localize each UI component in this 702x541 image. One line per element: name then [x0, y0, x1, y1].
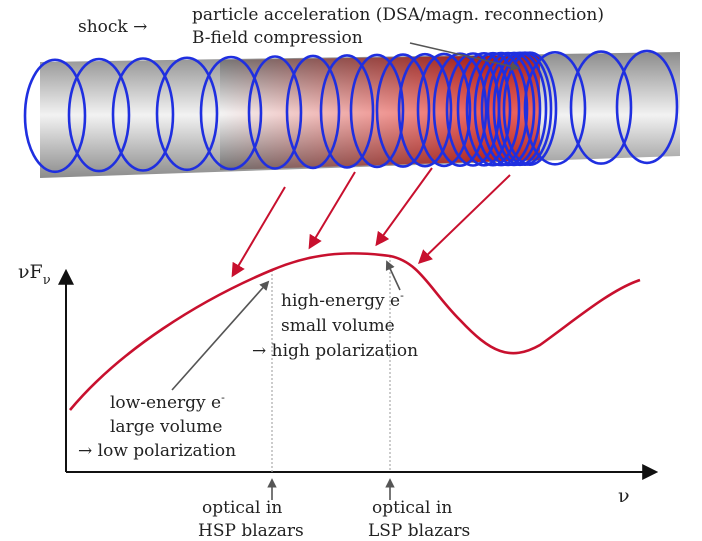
- helix-loop: [67, 57, 131, 173]
- helix-loop: [523, 51, 587, 166]
- sed-curve: [69, 252, 641, 411]
- helix-loop: [23, 58, 87, 174]
- small-volume-label: small volume: [281, 316, 395, 336]
- y-axis-label: νFν: [18, 261, 51, 288]
- emission-arrow-3: [375, 167, 433, 247]
- helix-loop: [502, 51, 558, 166]
- lsp-optical-label: optical in: [372, 498, 452, 518]
- lsp-blazars-label: LSP blazars: [368, 521, 470, 541]
- acceleration-label: particle acceleration (DSA/magn. reconne…: [192, 5, 604, 25]
- compression-label: B-field compression: [192, 28, 363, 48]
- helix-loop: [247, 55, 303, 170]
- helix-loop: [285, 54, 341, 170]
- emission-arrow-1: [231, 186, 286, 278]
- helix-loop: [615, 49, 679, 165]
- compression-pointer-arrow: [409, 42, 520, 71]
- low-polarization-label: → low polarization: [78, 441, 236, 461]
- helix-loop: [155, 56, 219, 172]
- helix-loop: [473, 51, 529, 167]
- helix-loop: [319, 54, 375, 169]
- helix-loop: [569, 50, 633, 165]
- emission-arrows: [231, 167, 511, 278]
- shock-label: shock →: [78, 17, 147, 37]
- helix-loop: [416, 52, 472, 168]
- helix-loop: [397, 52, 453, 168]
- helix-loop: [456, 52, 512, 167]
- emission-arrow-2: [308, 171, 356, 250]
- x-axis-label: ν: [618, 485, 630, 507]
- high-energy-label: high-energy e-: [281, 289, 404, 311]
- low-energy-label: low-energy e-: [110, 391, 225, 413]
- high-energy-pointer-arrow: [385, 260, 401, 291]
- helix-loop: [465, 51, 521, 167]
- helix-loop: [375, 53, 431, 168]
- hsp-blazars-label: HSP blazars: [198, 521, 304, 541]
- helix-loop: [432, 52, 488, 167]
- high-polarization-label: → high polarization: [252, 341, 418, 361]
- large-volume-label: large volume: [110, 417, 222, 437]
- helix-loop: [349, 53, 405, 169]
- helix-loop: [199, 55, 263, 171]
- spectrum-axes: [58, 268, 659, 480]
- helix-loop: [111, 57, 175, 172]
- emission-arrow-4: [417, 174, 511, 264]
- hsp-optical-label: optical in: [202, 498, 282, 518]
- magnetic-field-helix: [23, 49, 679, 174]
- low-energy-pointer-arrow: [171, 280, 270, 391]
